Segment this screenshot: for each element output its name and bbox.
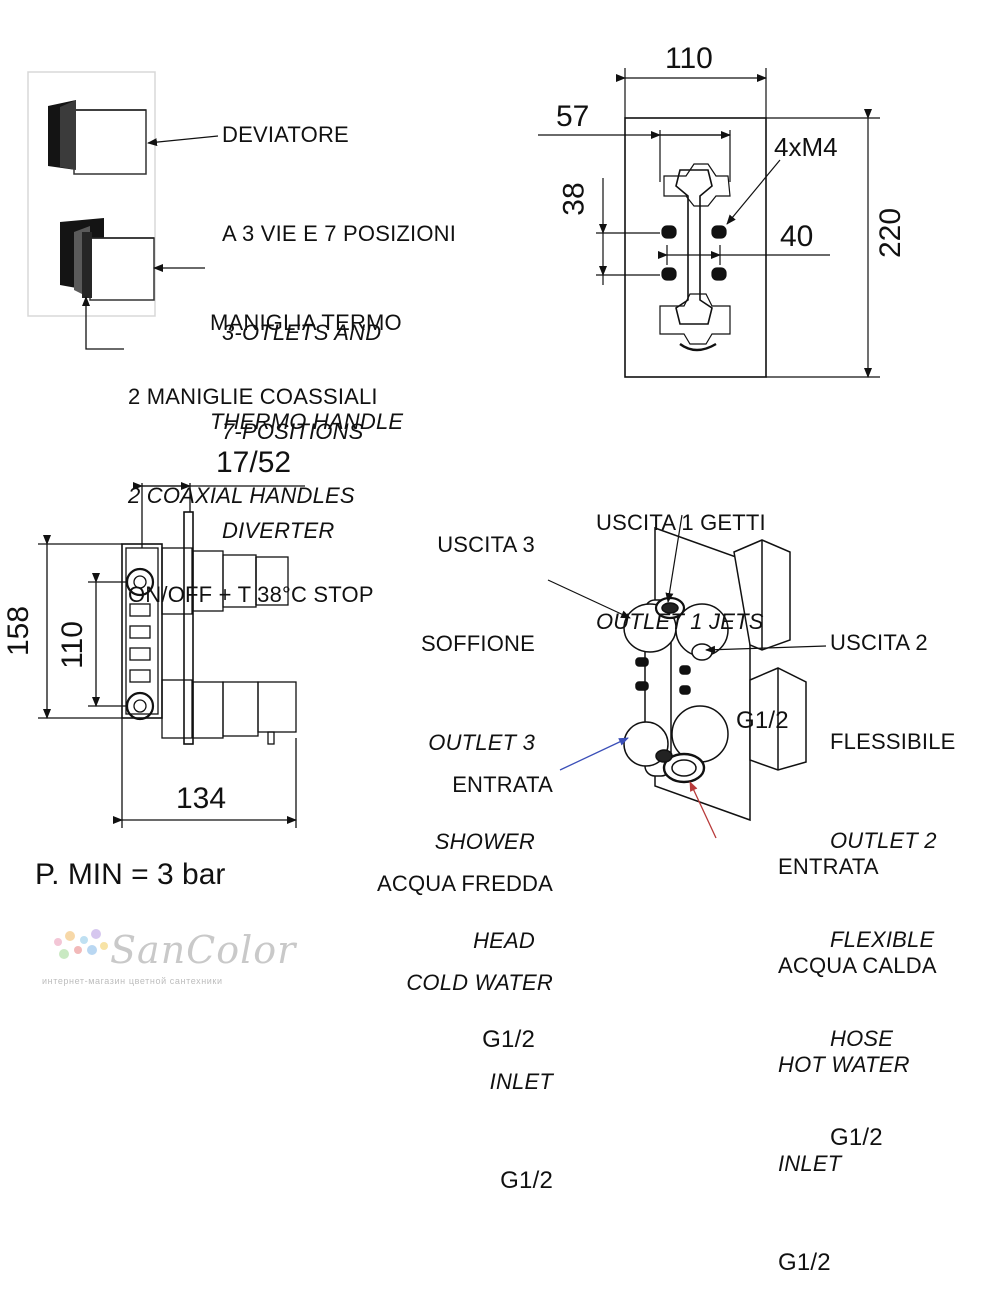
- diverter-en-line3: DIVERTER: [222, 518, 335, 543]
- outlet2-pointer: [705, 645, 827, 654]
- outlet3-en3: HEAD: [473, 928, 535, 953]
- thermo-it: MANIGLIA TERMO: [210, 310, 402, 335]
- diverter-en-line1: 3-OTLETS AND: [222, 320, 382, 345]
- coaxial-it: 2 MANIGLIE COASSIALI: [128, 384, 378, 409]
- hot-en2: INLET: [778, 1151, 842, 1176]
- coaxial-spec: ON/OFF + T 38°C STOP: [128, 582, 374, 607]
- hot-it2: ACQUA CALDA: [778, 953, 937, 978]
- dim-side-height: 158: [2, 605, 36, 657]
- cold-inlet-label: ENTRATA ACQUA FREDDA COLD WATER INLET G1…: [320, 702, 553, 1230]
- diverter-pointer: [147, 135, 219, 147]
- dim-spacing-h: 40: [780, 220, 814, 253]
- outlet2-en1: OUTLET 2: [830, 828, 937, 853]
- diverter-en-line2: 7-POSITIONS: [222, 419, 364, 444]
- cold-it1: ENTRATA: [452, 772, 553, 797]
- cold-size: G1/2: [500, 1167, 553, 1194]
- isometric-view: [623, 526, 807, 822]
- dim-inlet-spacing: 110: [55, 621, 89, 669]
- dim-screw: 4xM4: [774, 132, 838, 162]
- outlet3-en1: OUTLET 3: [428, 730, 535, 755]
- logo-name: SanColor: [110, 928, 297, 972]
- dim-spacing-v: 38: [557, 182, 591, 216]
- side-view: [38, 482, 305, 828]
- diverter-it-line1: DEVIATORE: [222, 122, 349, 147]
- front-view: [538, 68, 880, 378]
- hot-en1: HOT WATER: [778, 1052, 910, 1077]
- cold-inlet-pointer: [559, 737, 629, 771]
- cold-en2: INLET: [489, 1069, 553, 1094]
- outlet1-label: USCITA 1 GETTI OUTLET 1 JETS G1/2: [596, 440, 789, 770]
- outlet3-label: USCITA 3 SOFFIONE OUTLET 3 SHOWER HEAD G…: [380, 462, 535, 1089]
- hot-inlet-label: ENTRATA ACQUA CALDA HOT WATER INLET G1/2: [778, 784, 937, 1312]
- outlet1-en: OUTLET 1 JETS: [596, 609, 764, 634]
- outlet2-en2: FLEXIBLE: [830, 927, 935, 952]
- dim-length: 134: [176, 782, 227, 815]
- outlet3-pointer: [547, 579, 631, 619]
- thermo-knob: [60, 218, 155, 301]
- hot-inlet-pointer: [689, 781, 717, 839]
- dim-width: 110: [665, 42, 713, 75]
- thermo-en: THERMO HANDLE: [210, 409, 404, 434]
- dim-height: 220: [874, 207, 908, 259]
- outlet1-it: USCITA 1 GETTI: [596, 510, 766, 535]
- outlet3-it2: SOFFIONE: [420, 631, 535, 656]
- outlet2-it1: USCITA 2: [830, 630, 928, 655]
- dim-inner-width: 57: [556, 100, 590, 133]
- cold-it2: ACQUA FREDDA: [377, 871, 553, 896]
- diverter-knob: [48, 100, 147, 175]
- diverter-it-line2: A 3 VIE E 7 POSIZIONI: [222, 221, 457, 246]
- product-photo: [27, 71, 219, 350]
- coaxial-en: 2 COAXIAL HANDLES: [128, 483, 355, 508]
- hot-it1: ENTRATA: [778, 854, 879, 879]
- coaxial-pointer: [82, 296, 124, 350]
- thermo-label: MANIGLIA TERMO THERMO HANDLE: [210, 240, 403, 471]
- dim-depth: 17/52: [216, 446, 292, 479]
- outlet1-size: G1/2: [736, 707, 789, 734]
- outlet3-en2: SHOWER: [434, 829, 535, 854]
- diverter-label: DEVIATORE A 3 VIE E 7 POSIZIONI 3-OTLETS…: [222, 52, 456, 580]
- logo-tagline: интернет-магазин цветной сантехники: [42, 976, 223, 986]
- technical-drawing: [27, 68, 880, 959]
- outlet3-it1: USCITA 3: [437, 532, 535, 557]
- hot-size: G1/2: [778, 1249, 831, 1276]
- pressure-label: P. MIN = 3 bar: [35, 858, 226, 891]
- cold-en1: COLD WATER: [406, 970, 553, 995]
- coaxial-label: 2 MANIGLIE COASSIALI 2 COAXIAL HANDLES O…: [128, 314, 378, 644]
- outlet1-pointer: [665, 514, 683, 603]
- outlet2-it2: FLESSIBILE: [830, 729, 956, 754]
- logo-dots-icon: [54, 929, 108, 959]
